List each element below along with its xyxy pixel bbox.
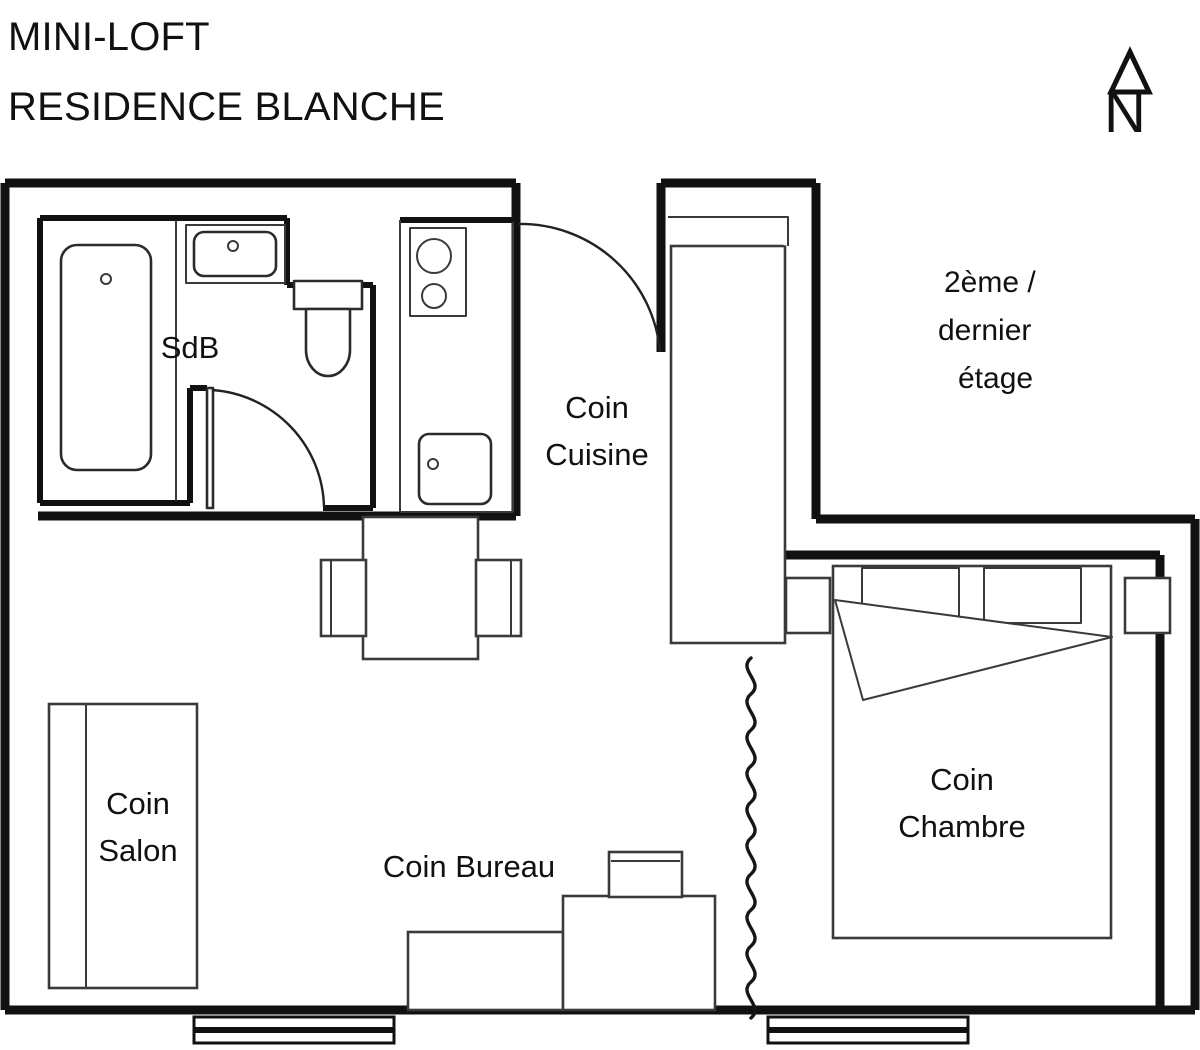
kitchen-coin-cuisine: Coin Cuisine [399,217,662,513]
desk-chair-icon [607,850,684,899]
room-label-cuisine-line-1: Coin [565,390,629,425]
dining-set [319,515,523,661]
floor-note-line-3: étage [958,362,1033,395]
curtain-divider-icon [745,656,757,1020]
pillow-right-icon [983,567,1082,624]
bedroom-coin-chambre: Coin Chambre [784,564,1172,940]
bathroom-door-leaf [205,386,215,510]
plan-title-line-2: RESIDENCE BLANCHE [8,85,445,129]
floor-note-line-2: dernier [938,314,1031,347]
sink-basin-icon [192,230,278,278]
floor-level-note: 2ème / dernier étage [938,266,1036,395]
duvet-fold-icon [834,599,1113,701]
bathtub-icon [59,243,153,472]
bathroom-sdb: SdB [37,215,376,511]
room-label-salon-line-1: Coin [106,786,170,821]
bathtub-drain-icon [100,273,112,285]
floor-note-line-1: 2ème / [944,266,1036,299]
toilet-bowl-icon [304,307,352,378]
dining-chair-right-icon [474,558,523,638]
kitchen-sink-icon [417,432,493,506]
entry-door-swing-icon [517,222,662,353]
nightstand-left-icon [784,576,832,635]
toilet-tank-icon [292,279,364,311]
room-label-cuisine-line-2: Cuisine [545,437,648,472]
nightstand-right-icon [1123,576,1172,635]
room-label-chambre-line-1: Coin [930,762,994,797]
wardrobe-column [668,216,789,645]
north-letter: N [1104,80,1146,145]
desk-low-icon [406,930,565,1012]
dining-table-icon [361,515,480,661]
dining-chair-left-icon [319,558,368,638]
sofa-icon [47,702,199,990]
room-label-sdb: SdB [161,330,220,365]
window-bottom-left-icon [192,1015,396,1045]
window-bottom-right-icon [766,1015,970,1045]
office-area-coin-bureau: Coin Bureau [383,849,717,1012]
room-label-bureau: Coin Bureau [383,849,555,884]
cooktop-burner-large-icon [416,238,452,274]
room-label-chambre-line-2: Chambre [898,809,1026,844]
kitchen-sink-drain-icon [427,458,439,470]
wardrobe-icon [669,244,787,645]
bathroom-door-swing-icon [211,388,326,508]
sink-drain-icon [227,240,239,252]
north-arrow-icon: N [1104,46,1153,145]
cooktop-burner-small-icon [421,283,447,309]
room-label-salon-line-2: Salon [98,833,177,868]
desk-cabinet-icon [561,894,717,1012]
plan-title-line-1: MINI-LOFT [8,15,210,59]
living-area-coin-salon: Coin Salon [47,702,199,990]
